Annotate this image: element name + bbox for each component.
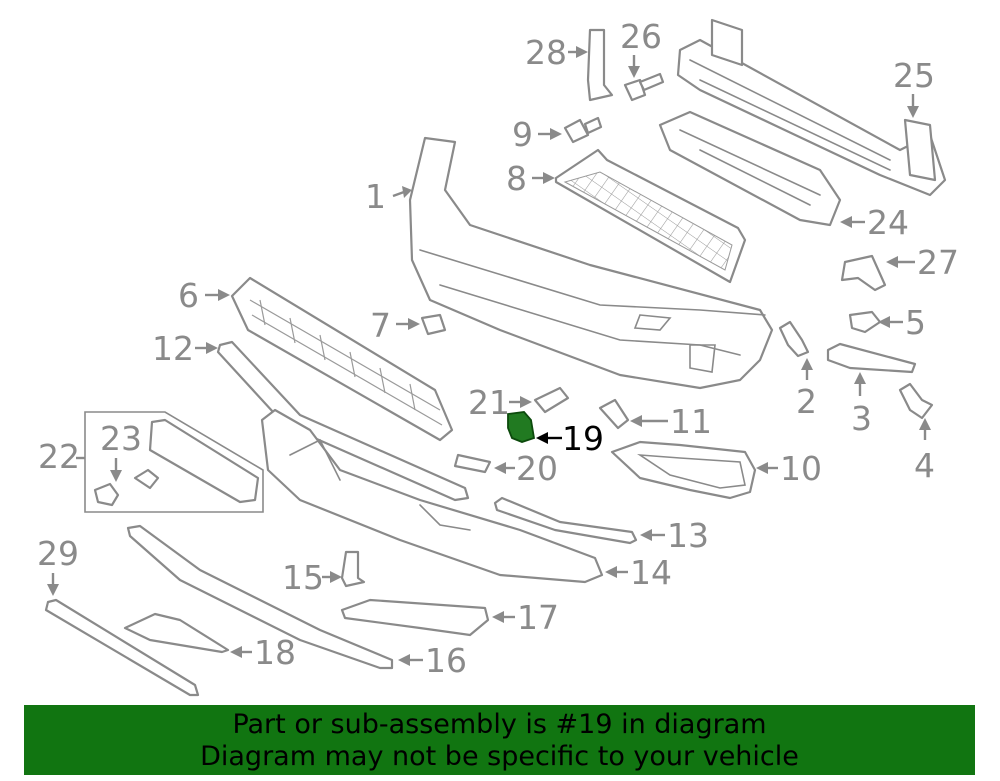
svg-text:27: 27 <box>917 243 959 282</box>
part-9-bolt <box>563 116 603 144</box>
part-6-lower-grille <box>230 276 454 442</box>
part-16-long-trim <box>126 524 394 670</box>
part-23-fastener <box>93 468 160 507</box>
callout-18: 18 <box>230 633 296 672</box>
part-19-highlighted <box>507 411 536 443</box>
svg-text:13: 13 <box>667 516 709 555</box>
banner-line-1: Part or sub-assembly is #19 in diagram <box>232 709 767 740</box>
part-5-clip <box>848 310 882 334</box>
svg-text:23: 23 <box>100 419 142 458</box>
svg-text:2: 2 <box>796 382 817 421</box>
svg-text:28: 28 <box>525 33 567 72</box>
callout-19-highlighted: 19 <box>536 419 604 458</box>
svg-text:8: 8 <box>506 159 527 198</box>
callout-12: 12 <box>152 329 218 368</box>
callout-10: 10 <box>756 449 822 488</box>
svg-text:12: 12 <box>152 329 194 368</box>
part-25-reinforcement-beam <box>676 18 947 197</box>
svg-text:4: 4 <box>914 446 935 485</box>
svg-text:9: 9 <box>512 115 533 154</box>
info-banner: Part or sub-assembly is #19 in diagram D… <box>24 705 975 775</box>
callout-2: 2 <box>796 358 817 421</box>
callout-27: 27 <box>886 243 959 282</box>
part-7-clip <box>420 313 447 336</box>
callout-28: 28 <box>525 33 588 72</box>
part-17-splash-guard <box>340 598 490 637</box>
callout-17: 17 <box>492 598 559 637</box>
callout-6: 6 <box>178 276 230 315</box>
part-20-reflector <box>453 453 492 474</box>
part-18-deflector <box>123 612 230 654</box>
part-12-trim-strip <box>216 340 470 502</box>
callout-15: 15 <box>282 558 342 597</box>
part-28-bracket <box>586 28 614 102</box>
svg-text:14: 14 <box>630 553 672 592</box>
svg-text:29: 29 <box>37 534 79 573</box>
svg-text:11: 11 <box>670 402 712 441</box>
svg-text:6: 6 <box>178 276 199 315</box>
svg-text:26: 26 <box>620 17 662 56</box>
callout-5: 5 <box>878 303 926 342</box>
callout-8: 8 <box>506 159 555 198</box>
part-4-bolt <box>898 382 934 420</box>
part-15-bolt <box>340 550 366 588</box>
svg-text:16: 16 <box>425 641 467 680</box>
svg-text:5: 5 <box>905 303 926 342</box>
part-13-strip <box>493 496 638 545</box>
part-2-bolt <box>778 320 810 358</box>
part-26-bolt <box>623 72 665 102</box>
svg-text:1: 1 <box>365 177 386 216</box>
svg-text:20: 20 <box>516 449 558 488</box>
part-14-lower-valance <box>260 408 604 584</box>
svg-text:15: 15 <box>282 558 324 597</box>
callout-25: 25 <box>893 56 935 118</box>
svg-text:10: 10 <box>780 449 822 488</box>
callout-23: 23 <box>100 419 142 482</box>
svg-text:25: 25 <box>893 56 935 95</box>
callout-9: 9 <box>512 115 562 154</box>
part-1-bumper-cover <box>408 136 774 390</box>
part-3-bracket <box>826 342 917 374</box>
callout-16: 16 <box>398 641 467 680</box>
callout-22: 22 <box>38 437 85 476</box>
svg-text:18: 18 <box>254 633 296 672</box>
svg-text:21: 21 <box>468 383 510 422</box>
svg-text:17: 17 <box>517 598 559 637</box>
callout-7: 7 <box>370 306 420 345</box>
part-27-bracket <box>840 254 887 292</box>
callout-11: 11 <box>630 402 712 441</box>
callout-13: 13 <box>640 516 709 555</box>
callout-14: 14 <box>605 553 672 592</box>
banner-line-2: Diagram may not be specific to your vehi… <box>200 741 799 772</box>
callout-20: 20 <box>494 449 558 488</box>
svg-text:19: 19 <box>562 419 604 458</box>
part-10-bezel <box>610 440 757 500</box>
svg-text:3: 3 <box>851 399 872 438</box>
callout-3: 3 <box>851 372 872 438</box>
part-24-energy-absorber <box>658 110 842 227</box>
callout-26: 26 <box>620 17 662 78</box>
part-22-license-bracket-group <box>84 411 264 513</box>
part-29-strip <box>44 598 200 697</box>
parts-diagram: 1 2 3 4 5 6 7 8 <box>37 17 959 697</box>
svg-text:22: 22 <box>38 437 80 476</box>
svg-text:7: 7 <box>370 306 391 345</box>
callout-4: 4 <box>914 418 935 485</box>
part-21-cap <box>533 386 570 414</box>
part-11-clip <box>598 398 630 430</box>
callout-21: 21 <box>468 383 532 422</box>
callout-24: 24 <box>840 203 909 242</box>
callout-29: 29 <box>37 534 79 596</box>
svg-text:24: 24 <box>867 203 909 242</box>
callout-1: 1 <box>365 177 412 216</box>
part-8-upper-grille <box>554 148 747 284</box>
